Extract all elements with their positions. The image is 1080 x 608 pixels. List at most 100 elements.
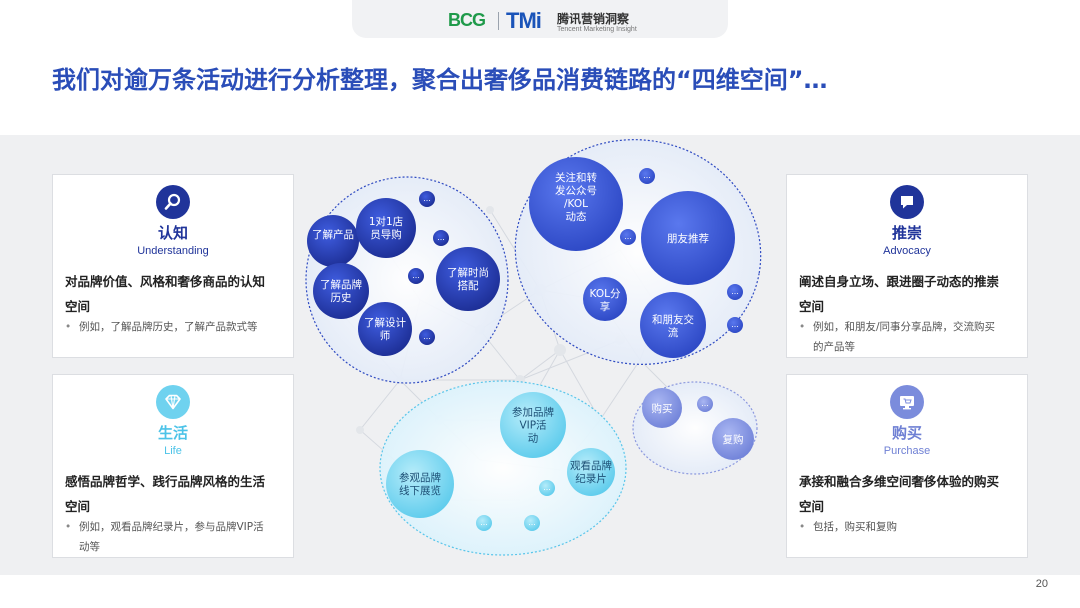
bubble-purchase-2 bbox=[712, 418, 754, 460]
bcg-logo: BCG bbox=[448, 10, 486, 30]
bubble-label-line: 搭配 bbox=[458, 279, 479, 292]
tmi-logo: TMi bbox=[506, 8, 542, 33]
bubble-label: 1对1店员导购 bbox=[369, 215, 403, 241]
card-bullet-text: 例如，观看品牌纪录片，参与品牌VIP活 bbox=[79, 521, 264, 533]
more-dot-label: ... bbox=[643, 171, 651, 180]
bubble-label-line: VIP活 bbox=[519, 420, 547, 432]
more-dot-label: ... bbox=[701, 399, 709, 408]
bubble-label-line: 动 bbox=[528, 433, 539, 445]
bubble-label: 参观品牌线下展览 bbox=[399, 471, 441, 497]
more-dots: ... ... ... ... ... ... ... ... ... ... … bbox=[412, 171, 739, 527]
card-description-line: 空间 bbox=[65, 499, 91, 514]
card-bullet: •包括，购买和复购 bbox=[799, 521, 897, 533]
bubble-label: 购买 bbox=[652, 402, 673, 415]
bubble-more bbox=[727, 284, 743, 300]
card-description: 承接和融合多维空间奢侈体验的购买 空间 bbox=[799, 469, 1021, 519]
more-dot-label: ... bbox=[423, 194, 431, 203]
bubble-more bbox=[727, 317, 743, 333]
tmi-logo-chinese: 腾讯营销洞察 bbox=[557, 12, 630, 26]
bubble-label: 朋友推荐 bbox=[667, 232, 709, 245]
bubble-understanding-3 bbox=[313, 263, 369, 319]
card-description-line: 承接和融合多维空间奢侈体验的购买 bbox=[799, 474, 1000, 489]
bubble-understanding-1 bbox=[307, 215, 359, 267]
bubble-label-line: 动态 bbox=[566, 210, 587, 223]
card-subtitle: Life bbox=[164, 445, 182, 457]
chat-bubble-icon bbox=[890, 185, 924, 219]
page-number: 20 bbox=[1035, 578, 1048, 590]
bubble-label: KOL分享 bbox=[590, 288, 621, 313]
bubble-label-line: 线下展览 bbox=[399, 484, 441, 497]
bubble-more bbox=[639, 168, 655, 184]
bubble-label-line: 享 bbox=[600, 300, 611, 313]
card-title: 生活 bbox=[157, 424, 188, 442]
bubble-label: 和朋友交流 bbox=[652, 313, 694, 339]
bubble-label: 了解产品 bbox=[312, 228, 354, 241]
logo-divider bbox=[498, 12, 499, 30]
more-dot-label: ... bbox=[731, 287, 739, 296]
card-bullet-text: 例如，和朋友/同事分享品牌，交流购买 bbox=[813, 321, 996, 333]
card-title: 推崇 bbox=[891, 224, 922, 242]
card-bullet: •例如，观看品牌纪录片，参与品牌VIP活 动等 bbox=[65, 517, 287, 557]
card-advocacy: 推崇 Advocacy 阐述自身立场、跟进圈子动态的推崇 空间 •例如，和朋友/… bbox=[786, 174, 1028, 358]
bubble-advocacy-3 bbox=[583, 277, 627, 321]
bubble-label-line: 员导购 bbox=[370, 228, 402, 241]
bubble-life-2 bbox=[386, 450, 454, 518]
monitor-cart-icon bbox=[890, 385, 924, 419]
card-description: 阐述自身立场、跟进圈子动态的推崇 空间 bbox=[799, 269, 1021, 319]
bubble-label: 了解品牌历史 bbox=[320, 278, 362, 304]
card-description: 感悟品牌哲学、践行品牌风格的生活 空间 bbox=[65, 469, 287, 519]
card-subtitle: Purchase bbox=[883, 445, 931, 457]
card-description-line: 感悟品牌哲学、践行品牌风格的生活 bbox=[65, 474, 266, 489]
card-description: 对品牌价值、风格和奢侈商品的认知 空间 bbox=[65, 269, 287, 319]
card-subtitle: Advocacy bbox=[883, 245, 931, 257]
bubble-label-line: 流 bbox=[668, 326, 679, 339]
card-description-line: 阐述自身立场、跟进圈子动态的推崇 bbox=[799, 274, 1000, 289]
card-bullet-text: 动等 bbox=[79, 541, 100, 553]
card-description-line: 空间 bbox=[799, 299, 825, 314]
tmi-logo-english: Tencent Marketing Insight bbox=[557, 26, 637, 33]
card-bullet-text: 包括，购买和复购 bbox=[813, 521, 897, 533]
page-title: 我们对逾万条活动进行分析整理，聚合出奢侈品消费链路的“四维空间”… bbox=[52, 66, 828, 94]
bubble-life-3 bbox=[567, 448, 615, 496]
bubble-more bbox=[524, 515, 540, 531]
cluster-advocacy bbox=[514, 139, 762, 365]
logo-bar bbox=[352, 0, 728, 38]
card-bullet-text: 例如，了解品牌历史，了解产品款式等 bbox=[79, 321, 258, 333]
bubble-more bbox=[620, 229, 636, 245]
bubble-label-line: 纪录片 bbox=[575, 472, 607, 485]
bubble-label-line: 历史 bbox=[331, 292, 352, 304]
bubble-label-line: 师 bbox=[380, 329, 391, 342]
bubble-advocacy-4 bbox=[640, 292, 706, 358]
bubble-label-line: 发公众号 bbox=[555, 184, 597, 197]
bubble-understanding-5 bbox=[358, 302, 412, 356]
card-title: 购买 bbox=[891, 424, 922, 442]
more-dot-label: ... bbox=[543, 483, 551, 492]
more-dot-label: ... bbox=[624, 232, 632, 241]
bubble-label: 了解时尚搭配 bbox=[447, 266, 489, 292]
bubble-purchase-1 bbox=[642, 388, 682, 428]
bubble-more bbox=[408, 268, 424, 284]
bubble-advocacy-1 bbox=[529, 157, 623, 251]
bubble-more bbox=[476, 515, 492, 531]
bubble-understanding-2 bbox=[356, 198, 416, 258]
more-dot-label: ... bbox=[423, 332, 431, 341]
bubble-labels: 了解产品 1对1店员导购 了解品牌历史 了解时尚搭配 了解设计师 关注和转发公众… bbox=[312, 171, 744, 497]
diamond-icon bbox=[156, 385, 190, 419]
card-description-line: 空间 bbox=[799, 499, 825, 514]
bubble-label: 复购 bbox=[723, 433, 744, 446]
card-understanding: 认知 Understanding 对品牌价值、风格和奢侈商品的认知 空间 •例如… bbox=[52, 174, 294, 358]
card-title: 认知 bbox=[157, 224, 188, 242]
card-subtitle: Understanding bbox=[137, 245, 209, 257]
bubble-life-1 bbox=[500, 392, 566, 458]
card-description-line: 空间 bbox=[65, 299, 91, 314]
bubble-more bbox=[697, 396, 713, 412]
card-purchase: 购买 Purchase 承接和融合多维空间奢侈体验的购买 空间 •包括，购买和复… bbox=[786, 374, 1028, 558]
bubble-label: 了解设计师 bbox=[364, 316, 406, 342]
card-bullet-text: 的产品等 bbox=[813, 341, 855, 353]
bubble-more bbox=[539, 480, 555, 496]
more-dot-label: ... bbox=[412, 271, 420, 280]
more-dot-label: ... bbox=[480, 518, 488, 527]
more-dot-label: ... bbox=[731, 320, 739, 329]
